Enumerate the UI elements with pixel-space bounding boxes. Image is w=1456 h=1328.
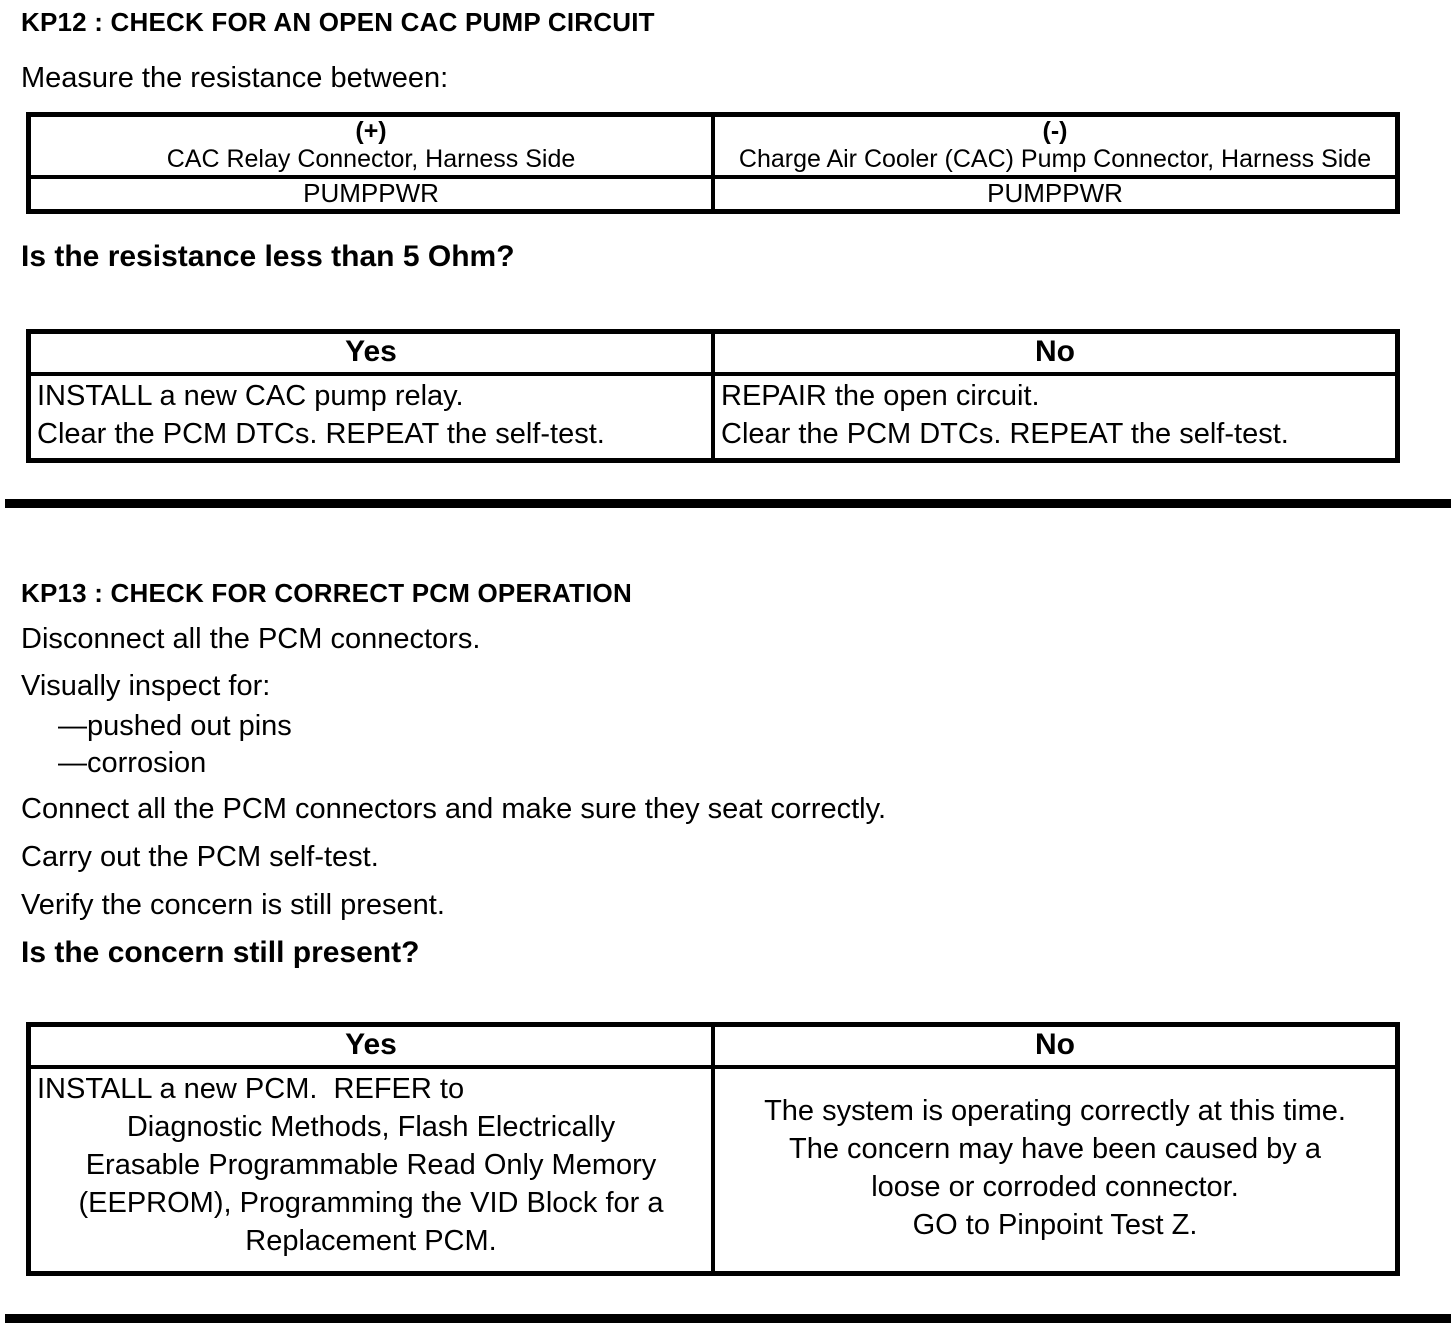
text-line: GO to Pinpoint Test Z. [912,1209,1198,1241]
kp13-step-text: Connect all the PCM connectors and make … [21,793,887,825]
section-divider-rule [5,499,1451,508]
negative-pin-cell: PUMPPWR [711,175,1400,214]
kp13-no-action-cell: The system is operating correctly at thi… [711,1065,1400,1276]
kp12-no-action-cell: REPAIR the open circuit. Clear the PCM DT… [711,372,1400,463]
text-line: The concern may have been caused by a [789,1133,1321,1165]
yes-header-cell: Yes [26,329,715,376]
kp13-step-title: KP13 : CHECK FOR CORRECT PCM OPERATION [21,578,632,608]
text-line: INSTALL a new CAC pump relay. [37,380,464,412]
kp12-decision-table: Yes No INSTALL a new CAC pump relay. Clea… [26,329,1400,463]
text-line: Clear the PCM DTCs. REPEAT the self-test… [721,418,1289,450]
kp13-step-text: Visually inspect for: [21,670,271,702]
kp12-question-text: Is the resistance less than 5 Ohm? [21,240,515,273]
table-row: INSTALL a new PCM. REFER to Diagnostic M… [26,1065,1400,1276]
table-row: PUMPPWR PUMPPWR [26,175,1400,214]
kp13-yes-intro-line: INSTALL a new PCM. REFER to [37,1073,465,1105]
kp12-yes-action-cell: INSTALL a new CAC pump relay. Clear the P… [26,372,715,463]
table-row: (+) CAC Relay Connector, Harness Side (-… [26,112,1400,179]
positive-connector-label: CAC Relay Connector, Harness Side [166,145,576,173]
kp12-step-title: KP12 : CHECK FOR AN OPEN CAC PUMP CIRCUI… [21,7,655,37]
negative-polarity-label: (-) [1042,117,1068,145]
positive-polarity-label: (+) [355,117,387,145]
text-line: Replacement PCM. [245,1225,497,1257]
page-bottom-rule [5,1314,1451,1323]
kp13-yes-action-cell: INSTALL a new PCM. REFER to Diagnostic M… [26,1065,715,1276]
text-line: loose or corroded connector. [871,1171,1239,1203]
kp13-question-text: Is the concern still present? [21,936,420,969]
text-line: Erasable Programmable Read Only Memory [85,1149,657,1181]
kp13-step-text: Carry out the PCM self-test. [21,841,379,873]
kp13-decision-table: Yes No INSTALL a new PCM. REFER to Diagn… [26,1022,1400,1276]
kp13-no-result-text: The system is operating correctly at thi… [721,1092,1389,1244]
text-line: Diagnostic Methods, Flash Electrically [126,1111,616,1143]
kp13-inspect-item: —pushed out pins [58,710,292,742]
negative-header-cell: (-) Charge Air Cooler (CAC) Pump Connect… [711,112,1400,179]
table-row: Yes No [26,329,1400,376]
kp13-inspect-item: —corrosion [58,747,207,779]
no-header-cell: No [711,1022,1400,1069]
no-header-cell: No [711,329,1400,376]
kp12-intro-text: Measure the resistance between: [21,62,449,94]
positive-header-cell: (+) CAC Relay Connector, Harness Side [26,112,715,179]
section-kp13: KP13 : CHECK FOR CORRECT PCM OPERATION D… [0,578,1456,1276]
yes-header-cell: Yes [26,1022,715,1069]
text-line: REPAIR the open circuit. [721,380,1040,412]
text-line: Clear the PCM DTCs. REPEAT the self-test… [37,418,605,450]
table-row: Yes No [26,1022,1400,1069]
positive-pin-cell: PUMPPWR [26,175,715,214]
text-line: The system is operating correctly at thi… [764,1095,1346,1127]
kp13-step-text: Disconnect all the PCM connectors. [21,623,481,655]
table-row: INSTALL a new CAC pump relay. Clear the P… [26,372,1400,463]
kp13-step-text: Verify the concern is still present. [21,889,445,921]
section-kp12: KP12 : CHECK FOR AN OPEN CAC PUMP CIRCUI… [0,0,1456,463]
negative-connector-label: Charge Air Cooler (CAC) Pump Connector, … [738,145,1372,173]
text-line: (EEPROM), Programming the VID Block for … [78,1187,664,1219]
kp12-measurement-table: (+) CAC Relay Connector, Harness Side (-… [26,112,1400,214]
